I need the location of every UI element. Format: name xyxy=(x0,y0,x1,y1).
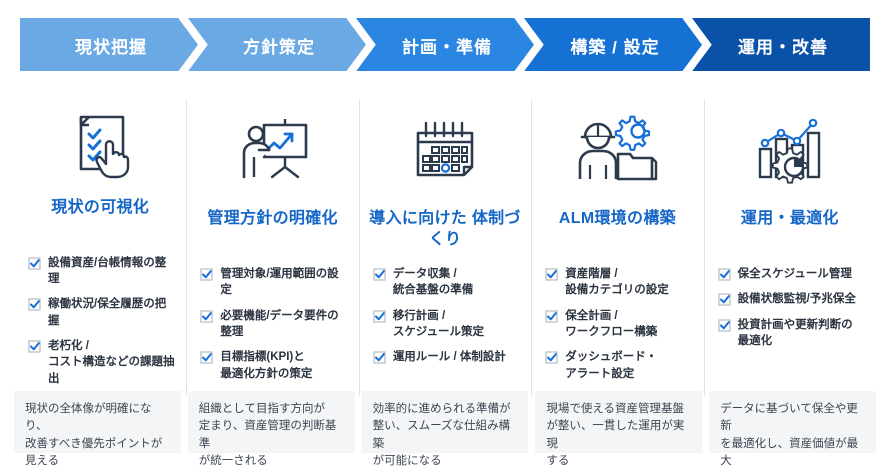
checkbox-checked-icon xyxy=(28,298,41,312)
checkbox-checked-icon xyxy=(545,310,558,323)
outcome-box-3: 効率的に進められる準備が 整い、スムーズな仕組み構築 が可能になる xyxy=(361,391,529,467)
stage-column-1: 現状の可視化 設備資産/台帳情報の整理 稼働状況/保全履歴の把握 xyxy=(14,96,186,396)
stage-title: 管理方針の明確化 xyxy=(207,210,338,227)
outcome-box-4: 現場で使える資産管理基盤 が整い、一貫した運用が実現 する xyxy=(535,391,703,467)
process-step-label: 現状把握 xyxy=(75,37,147,57)
presenter-growth-chart-icon xyxy=(234,102,312,194)
checkbox-checked-icon xyxy=(717,293,731,306)
chevron-shape-2 xyxy=(188,18,366,72)
process-step-4[interactable]: 構築 / 設定 xyxy=(524,18,702,72)
checkbox-checked-icon xyxy=(373,351,386,364)
stage-bullet-list: 設備資産/台帳情報の整理 稼働状況/保全履歴の把握 老朽化 / コスト構造などの… xyxy=(24,255,176,396)
bullet-item: データ収集 / 統合基盤の準備 xyxy=(373,266,521,299)
checkbox-checked-icon xyxy=(28,257,41,270)
stage-column-5: 運用・最適化 保全スケジュール管理 設備状態監視/予兆保全 xyxy=(703,96,876,396)
process-step-label: 方針策定 xyxy=(243,37,315,57)
bullet-item: 保全スケジュール管理 xyxy=(717,266,866,282)
checkbox-checked-icon xyxy=(545,351,558,364)
outcome-box-2: 組織として目指す方向が 定まり、資産管理の判断基準 が統一される xyxy=(187,391,355,467)
stage-title: ALM環境の構築 xyxy=(558,210,676,227)
bullet-text: 目標指標(KPI)と 最適化方針の策定 xyxy=(220,351,313,380)
calendar-schedule-icon xyxy=(406,102,484,194)
stage-bullet-list: データ収集 / 統合基盤の準備 移行計画 / スケジュール策定 運用ルール / … xyxy=(369,266,521,375)
bullet-text: 運用ルール / 体制設計 xyxy=(392,351,506,364)
bullet-text: 保全計画 / ワークフロー構築 xyxy=(565,309,658,338)
stage-title: 現状の可視化 xyxy=(51,198,150,216)
checkbox-checked-icon xyxy=(200,310,214,323)
bullet-item: 管理対象/運用範囲の設定 xyxy=(200,266,348,299)
bullet-text: 管理対象/運用範囲の設定 xyxy=(220,268,339,297)
process-step-5[interactable]: 運用・改善 xyxy=(692,18,870,72)
bullet-item: 目標指標(KPI)と 最適化方針の策定 xyxy=(200,349,348,382)
chevron-shape-3 xyxy=(356,18,534,72)
bullet-item: 設備状態監視/予兆保全 xyxy=(717,291,866,307)
process-step-label: 運用・改善 xyxy=(738,37,828,57)
process-step-label: 計画・準備 xyxy=(402,37,492,57)
bullet-item: 必要機能/データ要件の整理 xyxy=(200,308,348,341)
stage-bullet-list: 資産階層 / 設備カテゴリの設定 保全計画 / ワークフロー構築 ダッシュボード… xyxy=(541,266,693,391)
bullet-text: 設備資産/台帳情報の整理 xyxy=(48,256,167,286)
stage-column-3: 導入に向けた 体制づくり データ収集 / 統合基盤の準備 移行計画 / スケジュ… xyxy=(358,96,531,396)
bullet-item: 移行計画 / スケジュール策定 xyxy=(373,308,521,341)
stage-title: 導入に向けた 体制づくり xyxy=(369,210,521,249)
chevron-shape-1 xyxy=(20,18,198,72)
bullet-item: 資産階層 / 設備カテゴリの設定 xyxy=(545,266,693,299)
bullet-text: 必要機能/データ要件の整理 xyxy=(220,309,339,338)
bullet-text: データ収集 / 統合基盤の準備 xyxy=(392,268,474,297)
process-step-label: 構築 / 設定 xyxy=(570,37,660,57)
bullet-text: 移行計画 / スケジュール策定 xyxy=(392,309,485,338)
bullet-item: 投資計画や更新判断の 最適化 xyxy=(717,317,866,350)
chevron-shape-5 xyxy=(692,18,870,72)
bar-chart-gear-analytics-icon xyxy=(749,102,831,194)
bullet-item: 保全計画 / ワークフロー構築 xyxy=(545,308,693,341)
chevron-shape-4 xyxy=(524,18,702,72)
stage-column-2: 管理方針の明確化 管理対象/運用範囲の設定 必要機能/データ要件の整理 xyxy=(186,96,358,396)
bullet-text: 保全スケジュール管理 xyxy=(737,268,852,280)
checkbox-checked-icon xyxy=(200,268,214,281)
stage-bullet-list: 管理対象/運用範囲の設定 必要機能/データ要件の整理 目標指標(KPI)と 最適… xyxy=(196,266,348,391)
bullet-text: ダッシュボード・ アラート設定 xyxy=(565,351,658,380)
checkbox-checked-icon xyxy=(545,268,558,281)
outcome-box-1: 現状の全体像が明確になり、 改善すべき優先ポイントが 見える xyxy=(14,391,181,467)
document-checklist-hand-icon xyxy=(61,102,139,183)
bullet-text: 資産階層 / 設備カテゴリの設定 xyxy=(565,268,669,297)
checkbox-checked-icon xyxy=(717,268,731,281)
bullet-item: 稼働状況/保全履歴の把握 xyxy=(28,296,176,329)
checkbox-checked-icon xyxy=(28,340,41,353)
bullet-text: 老朽化 / コスト構造などの課題抽出 xyxy=(48,340,175,385)
process-step-3[interactable]: 計画・準備 xyxy=(356,18,534,72)
stage-bullet-list: 保全スケジュール管理 設備状態監視/予兆保全 投資計画や更新判断の 最適化 xyxy=(714,266,866,358)
process-step-1[interactable]: 現状把握 xyxy=(20,18,198,72)
worker-gear-folder-icon xyxy=(574,102,660,194)
checkbox-checked-icon xyxy=(200,351,214,364)
stage-column-4: ALM環境の構築 資産階層 / 設備カテゴリの設定 保全計画 / ワークフロー構… xyxy=(531,96,703,396)
bullet-text: 設備状態監視/予兆保全 xyxy=(737,293,856,306)
bullet-text: 稼働状況/保全履歴の把握 xyxy=(48,298,167,327)
bullet-text: 投資計画や更新判断の 最適化 xyxy=(737,318,853,347)
outcome-row: 現状の全体像が明確になり、 改善すべき優先ポイントが 見える 組織として目指す方… xyxy=(14,391,876,467)
checkbox-checked-icon xyxy=(373,268,386,281)
bullet-item: 設備資産/台帳情報の整理 xyxy=(28,255,176,288)
bullet-item: 運用ルール / 体制設計 xyxy=(373,349,521,365)
checkbox-checked-icon xyxy=(717,319,731,332)
bullet-item: 老朽化 / コスト構造などの課題抽出 xyxy=(28,338,176,387)
stage-columns: 現状の可視化 設備資産/台帳情報の整理 稼働状況/保全履歴の把握 xyxy=(14,96,876,396)
bullet-item: ダッシュボード・ アラート設定 xyxy=(545,349,693,382)
outcome-box-5: データに基づいて保全や更新 を最適化し、資産価値が最大 化される xyxy=(709,391,876,467)
checkbox-checked-icon xyxy=(373,310,386,323)
process-step-2[interactable]: 方針策定 xyxy=(188,18,366,72)
stage-title: 運用・最適化 xyxy=(740,210,839,227)
process-chevron-bar: 現状把握 方針策定 計画・準備 構築 / 設定 運用・改善 xyxy=(20,18,870,72)
